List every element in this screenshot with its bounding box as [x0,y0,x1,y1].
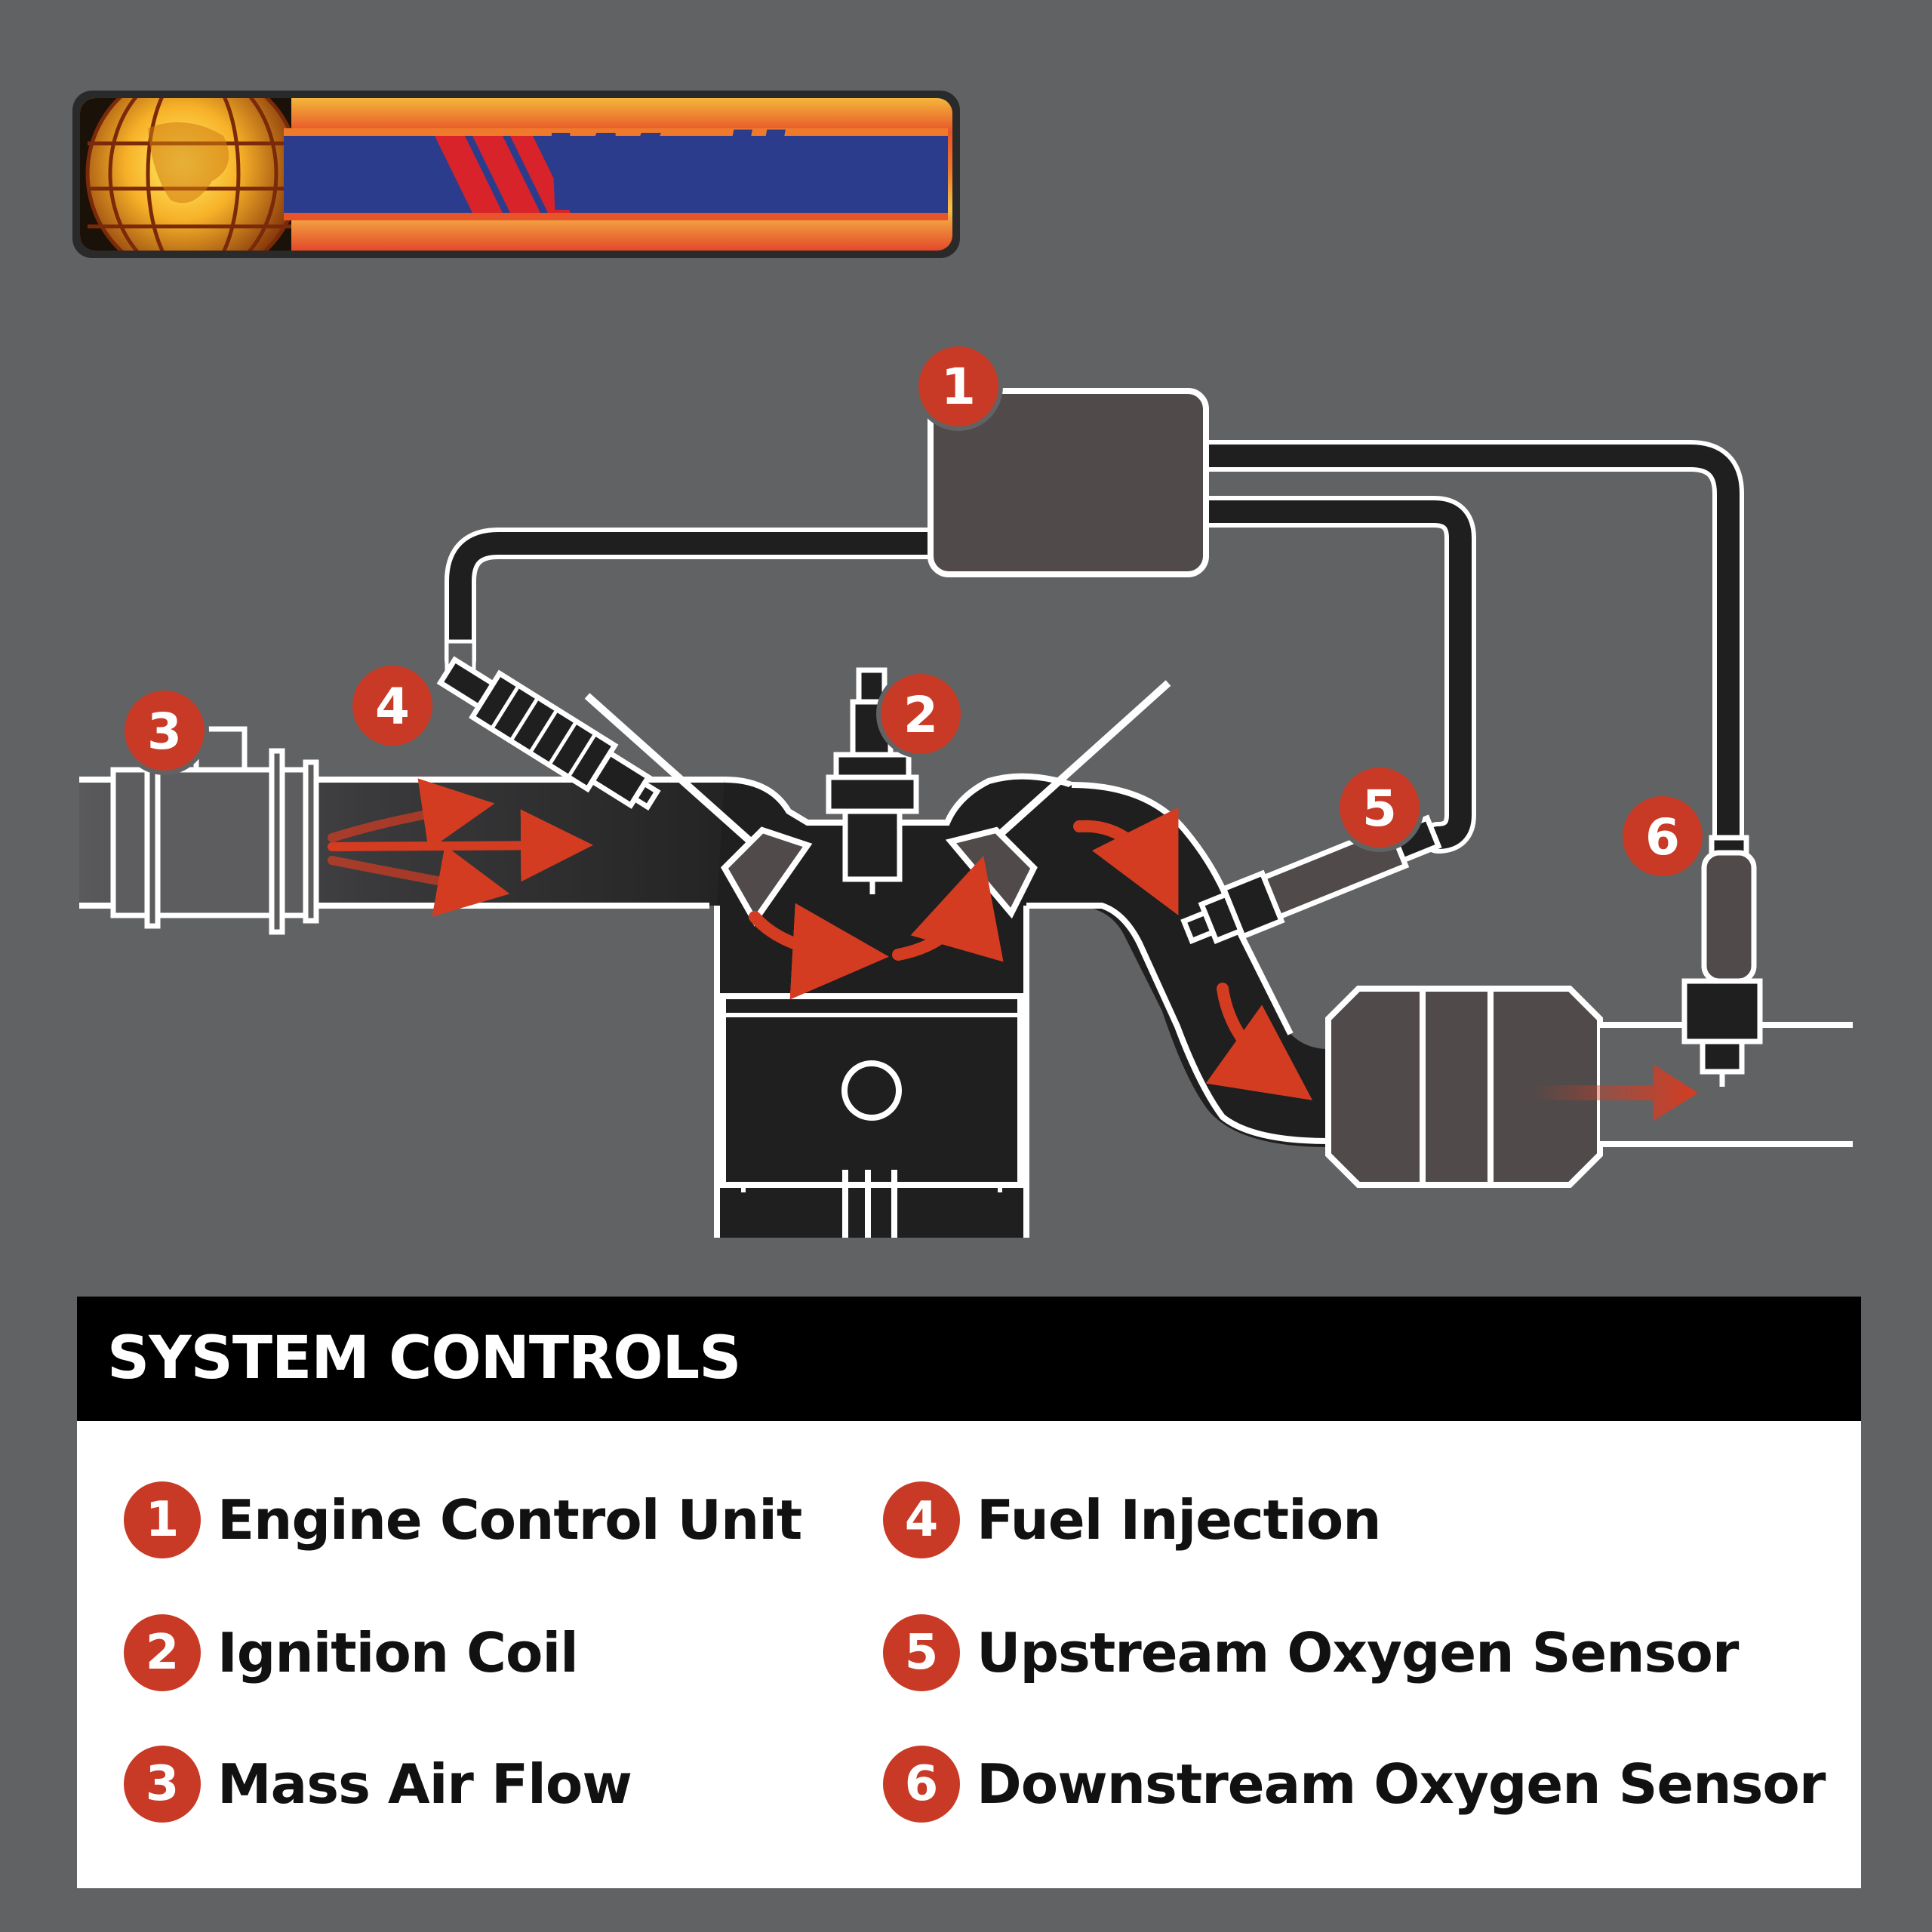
system-controls-legend: SYSTEM CONTROLS 1 Engine Control Unit 2 … [77,1297,1861,1888]
legend-item-downstream-oxygen-sensor: 6 Downstream Oxygen Sensor [883,1745,1826,1823]
logo-stripes [284,128,948,220]
mass-air-flow-sensor [110,726,319,935]
legend-title: SYSTEM CONTROLS [77,1297,1861,1421]
callout-badge-3: 3 [120,686,209,775]
downstream-oxygen-sensor [1681,835,1763,1087]
svg-text:4: 4 [375,678,410,736]
walker-logo: Walker [72,91,960,258]
legend-item-engine-control-unit: 1 Engine Control Unit [124,1481,802,1559]
legend-label: Upstream Oxygen Sensor [977,1621,1739,1684]
intake-valve [584,693,813,927]
legend-label: Engine Control Unit [217,1488,802,1552]
svg-text:2: 2 [903,686,938,744]
legend-item-ignition-coil: 2 Ignition Coil [124,1614,579,1692]
legend-item-mass-air-flow: 3 Mass Air Flow [124,1745,632,1823]
exhaust-outflow-arrow [1532,1064,1698,1121]
engine-system-diagram: 1 2 3 4 5 6 [79,342,1853,1238]
svg-text:5: 5 [1362,780,1397,838]
svg-text:6: 6 [1645,808,1680,866]
engine-control-unit-box [928,388,1209,577]
spark-plug [826,667,919,894]
globe-icon [80,98,291,251]
legend-number-badge: 4 [883,1481,960,1558]
legend-number-badge: 1 [124,1481,201,1558]
legend-number-badge: 6 [883,1746,960,1823]
intake-airflow-arrows [328,778,593,917]
svg-text:3: 3 [147,703,182,761]
legend-number-badge: 5 [883,1614,960,1691]
logo-banner: Walker [80,98,952,251]
legend-number-badge: 3 [124,1746,201,1823]
legend-item-upstream-oxygen-sensor: 5 Upstream Oxygen Sensor [883,1614,1739,1692]
callout-badge-5: 5 [1335,763,1424,852]
fuel-injector [436,656,661,811]
legend-number-badge: 2 [124,1614,201,1691]
callout-badge-1: 1 [914,342,1003,431]
catalytic-converter [1325,986,1603,1188]
wiring-harness [445,440,1744,854]
svg-text:1: 1 [941,358,976,416]
legend-label: Fuel Injection [977,1488,1381,1552]
callout-badge-6: 6 [1618,792,1707,881]
piston [720,993,1023,1188]
logo-wordmark: Walker [540,112,932,235]
combustion-flow-arrows [749,807,1313,1100]
legend-item-fuel-injection: 4 Fuel Injection [883,1481,1381,1559]
legend-label: Ignition Coil [217,1621,579,1684]
legend-label: Downstream Oxygen Sensor [977,1752,1826,1816]
callout-badge-2: 2 [876,669,965,758]
callout-badge-4: 4 [348,661,437,750]
legend-label: Mass Air Flow [217,1752,632,1816]
exhaust-manifold [1011,782,1329,1147]
